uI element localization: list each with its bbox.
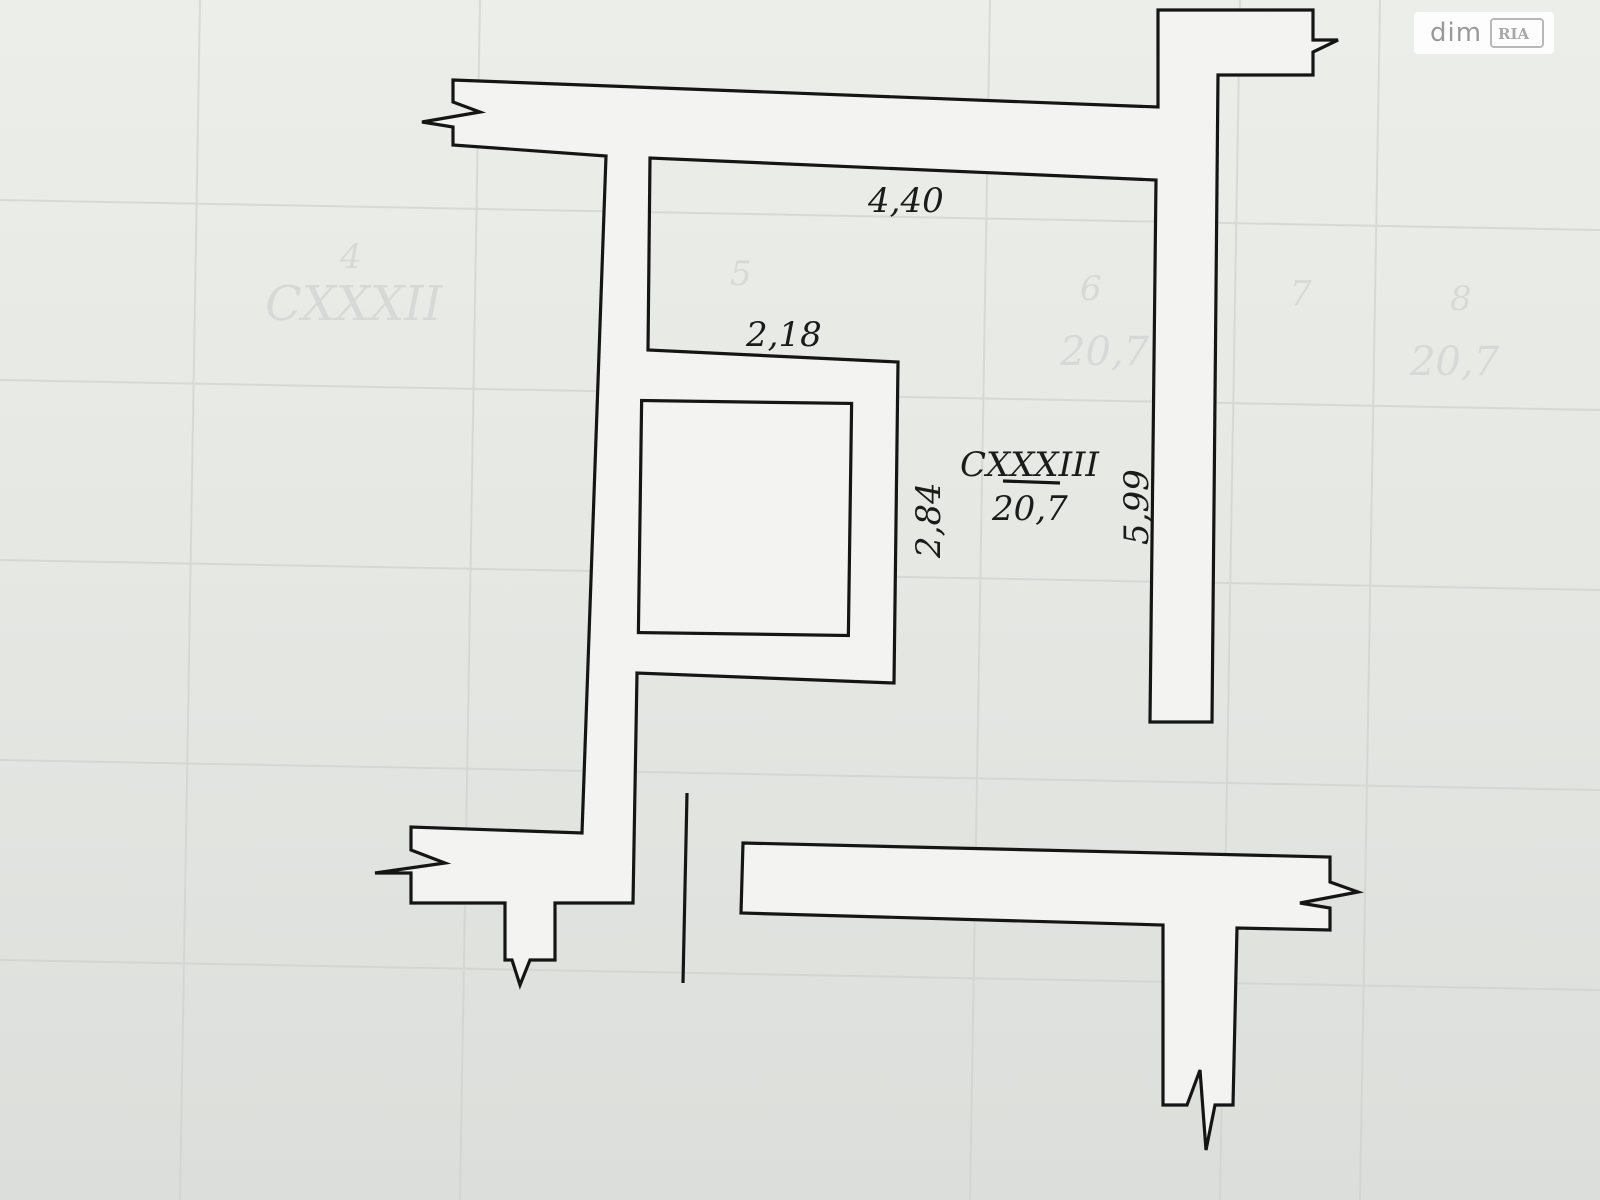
background-table-values: 4 5 6 7 8 CXXXII 20,7 20,7: [265, 237, 1500, 385]
bottom-right-wall-outline: [739, 841, 1365, 1151]
dimension-inner-top: 2,18: [745, 315, 822, 355]
inner-column: [636, 398, 854, 638]
bg-row-number: 7: [1290, 274, 1312, 314]
door-leaf: [681, 792, 689, 984]
bg-row-number: 6: [1080, 269, 1102, 309]
bg-faint-code: CXXXII: [265, 276, 443, 332]
room-area-label: 20,7: [991, 489, 1068, 529]
ria-logo-icon: RIA: [1490, 18, 1544, 48]
ria-logo-mark: RIA: [1498, 25, 1529, 43]
dimria-watermark: dim RIA: [1414, 12, 1554, 54]
left-wall-outline: [374, 8, 1339, 990]
svg-text:RIA: RIA: [1498, 25, 1529, 43]
room-code-label: CXXXIII: [960, 445, 1099, 485]
bg-row-number: 8: [1450, 279, 1472, 319]
dimension-inner-side: 2,84: [909, 482, 949, 559]
room-code-underline: [1002, 479, 1061, 485]
dimension-top-wall: 4,40: [867, 181, 944, 221]
bg-row-number: 5: [730, 254, 752, 294]
watermark-text: dim: [1430, 18, 1483, 48]
bg-faint-area: 20,7: [1409, 339, 1500, 385]
dimension-right-wall: 5,99: [1117, 469, 1157, 545]
bg-row-number: 4: [339, 237, 362, 277]
bg-faint-area: 20,7: [1059, 329, 1150, 375]
